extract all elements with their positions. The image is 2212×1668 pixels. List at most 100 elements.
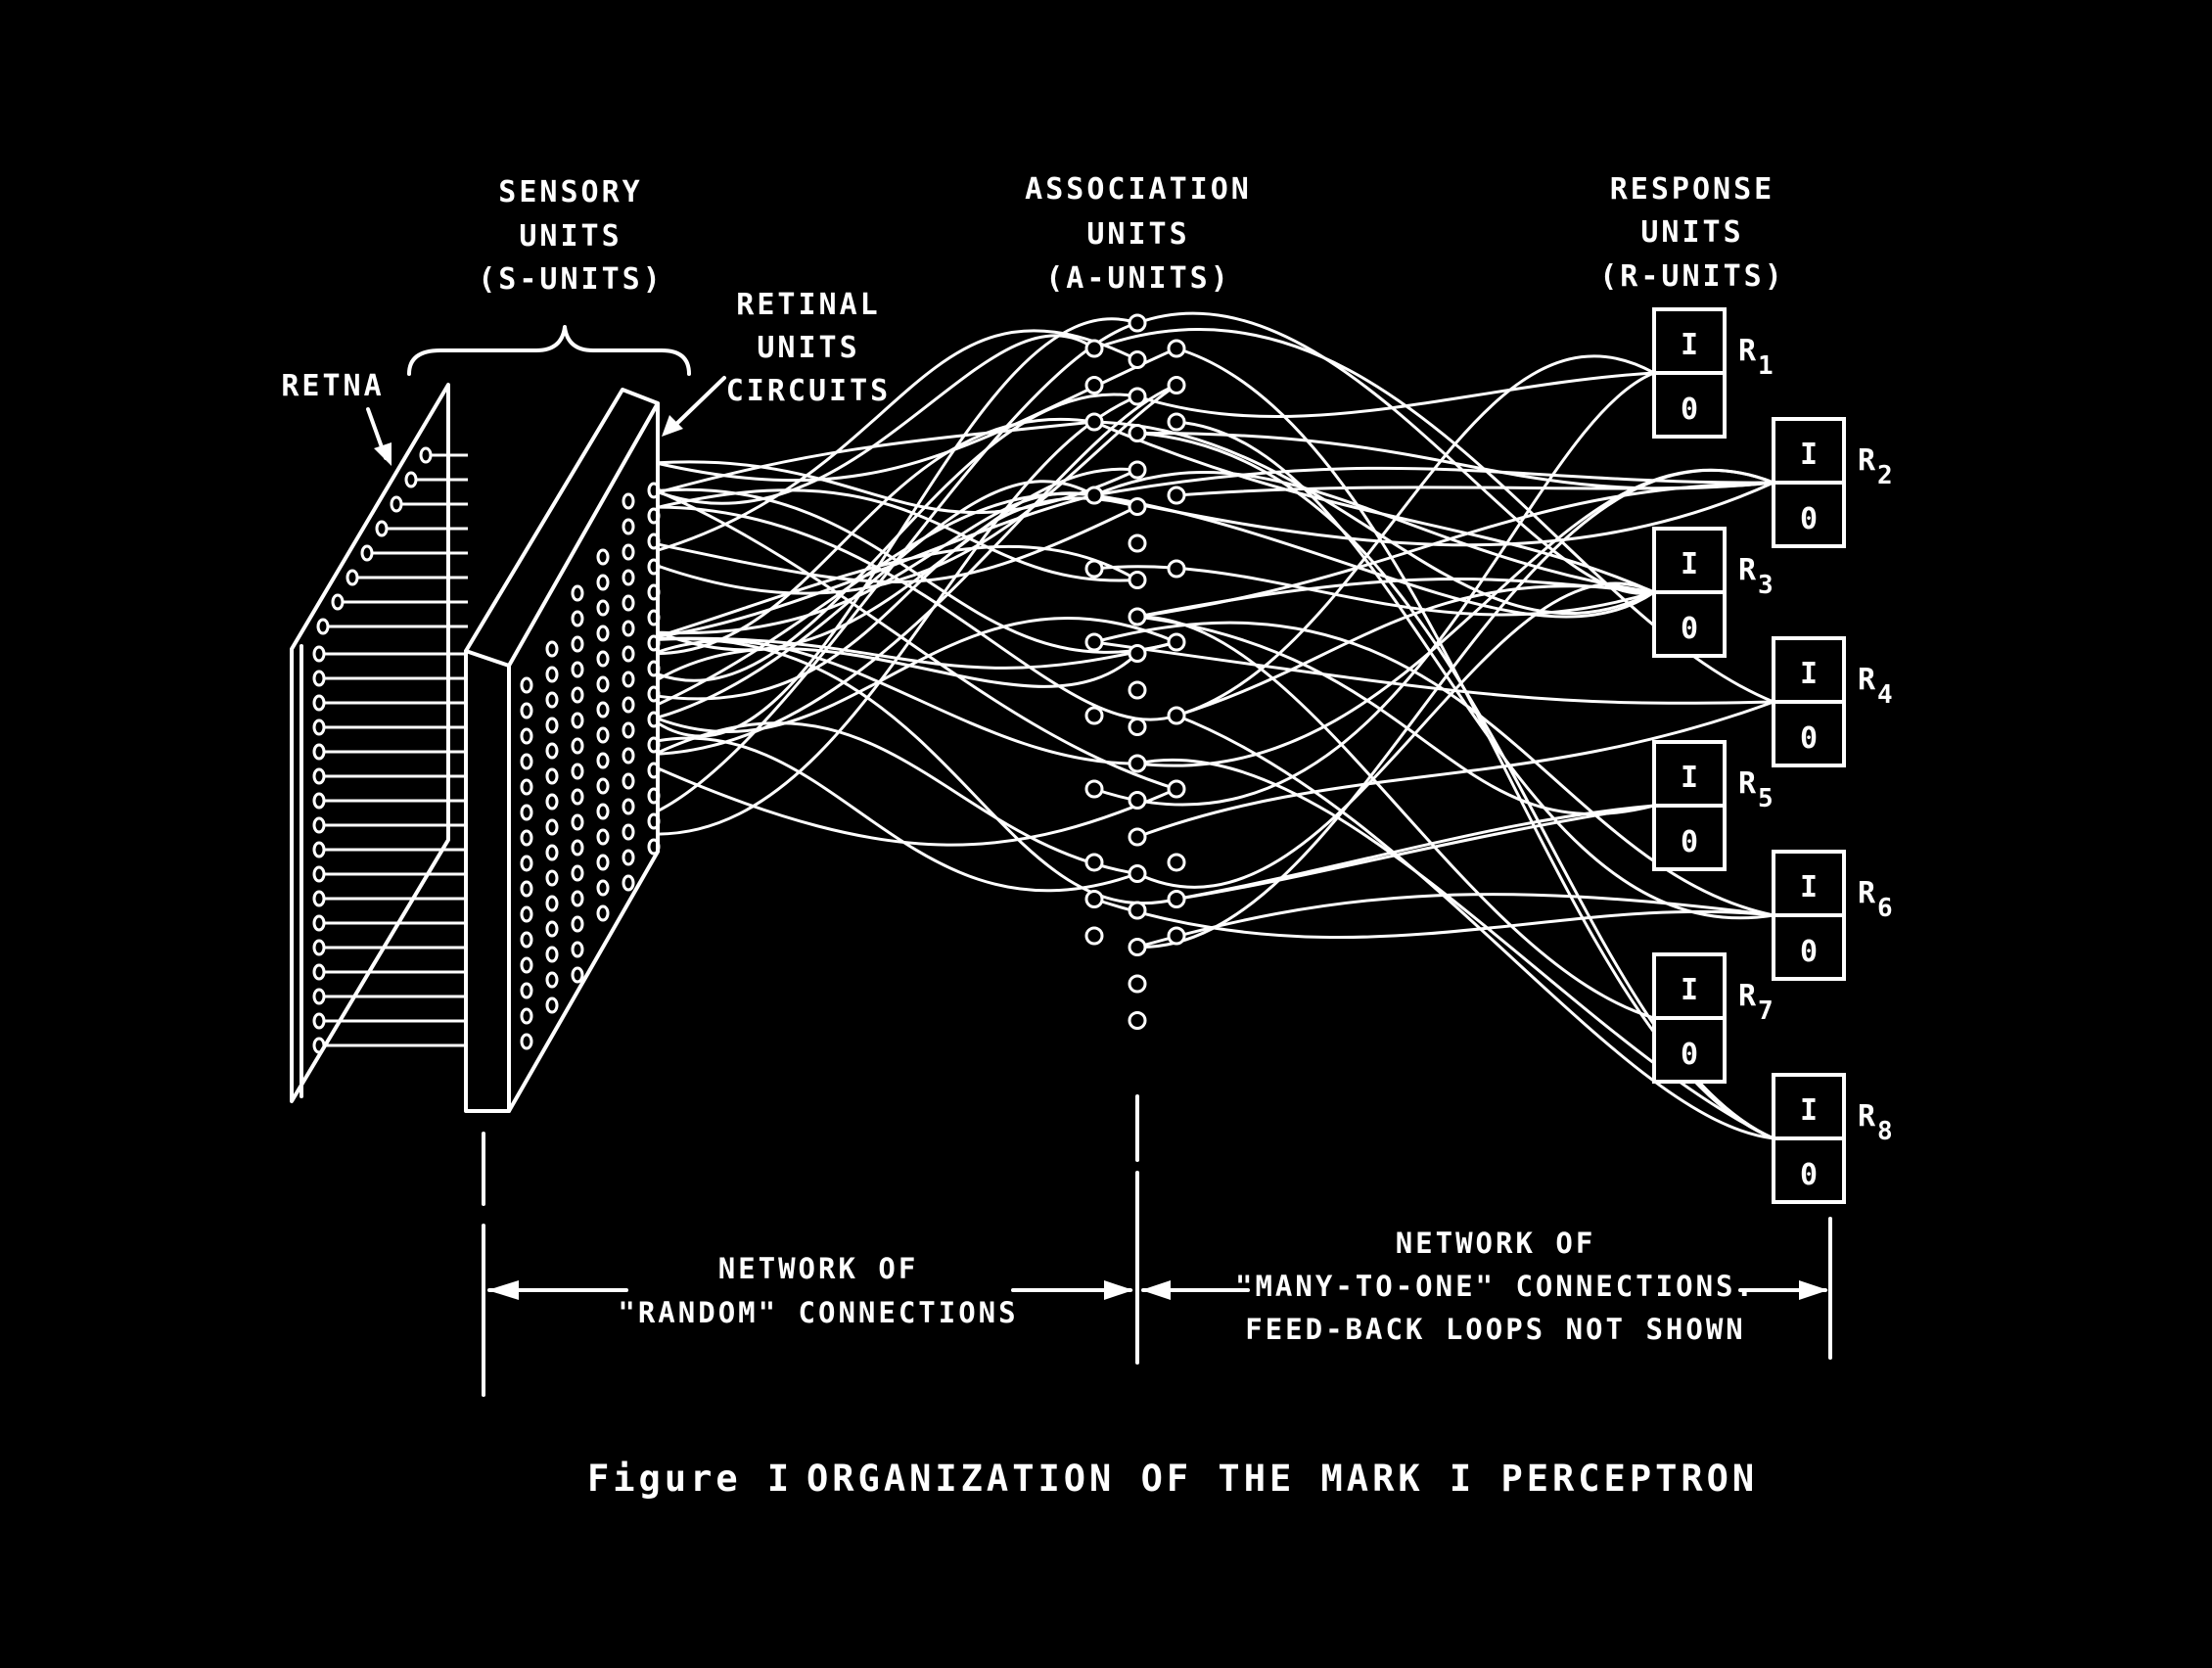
association-label-line2: UNITS: [1086, 217, 1189, 252]
response-unit-off-value: 0: [1681, 825, 1698, 859]
sensory-unit: [622, 620, 635, 637]
response-unit-on-value: I: [1800, 657, 1818, 691]
association-unit: [1128, 974, 1147, 994]
sensory-unit: [545, 767, 559, 785]
many-network-line3: FEED-BACK LOOPS NOT SHOWN: [1245, 1313, 1746, 1346]
association-unit: [1128, 680, 1147, 700]
response-unit-subscript: 6: [1877, 894, 1893, 923]
many-arrowhead-right: [1799, 1280, 1828, 1300]
association-unit: [1084, 559, 1104, 579]
association-unit: [1128, 350, 1147, 369]
sensory-unit: [622, 823, 635, 841]
connection-wire: [657, 487, 1177, 654]
association-unit: [1084, 706, 1104, 725]
connection-wire: [657, 488, 1138, 582]
sensory-unit: [520, 804, 533, 821]
connection-wire: [1136, 615, 1655, 816]
retina-points: [312, 446, 468, 1054]
association-unit: [1128, 460, 1147, 480]
response-unit-label: R: [1738, 334, 1757, 368]
sensory-unit: [622, 721, 635, 739]
many-network-line1: NETWORK OF: [1396, 1227, 1596, 1260]
sensory-unit: [596, 752, 610, 769]
sensory-unit: [520, 956, 533, 974]
sensory-unit: [520, 727, 533, 745]
sensory-unit: [571, 584, 584, 602]
connection-wire: [657, 617, 1177, 733]
connection-wire: [1175, 354, 1655, 718]
sensory-unit: [647, 634, 661, 652]
response-unit-label: R: [1858, 663, 1876, 697]
sensory-unit: [520, 905, 533, 923]
sensory-label-line3: (S-UNITS): [478, 262, 664, 297]
association-label-line1: ASSOCIATION: [1025, 172, 1252, 207]
connection-wire: [1136, 893, 1774, 949]
sensory-unit: [571, 788, 584, 806]
connection-wire: [657, 505, 1177, 721]
association-unit-column: [1084, 313, 1186, 1030]
sensory-unit: [596, 904, 610, 922]
sensory-unit: [545, 946, 559, 963]
random-network-line2: "RANDOM" CONNECTIONS: [618, 1296, 1018, 1329]
sensory-unit: [647, 787, 661, 805]
association-unit: [1084, 486, 1104, 505]
association-unit: [1167, 632, 1186, 652]
retina-point: [390, 495, 403, 513]
retina-point: [316, 618, 330, 635]
sensory-unit: [647, 609, 661, 626]
response-unit-on-value: I: [1800, 870, 1818, 904]
sensory-unit: [596, 777, 610, 795]
response-unit-on-value: I: [1681, 973, 1698, 1007]
sensory-unit: [571, 737, 584, 755]
retina-point: [312, 963, 326, 981]
response-unit-label: R: [1738, 553, 1757, 587]
sensory-unit: [520, 829, 533, 847]
association-unit: [1128, 497, 1147, 516]
association-unit: [1128, 644, 1147, 663]
connection-wire: [1093, 420, 1655, 594]
connection-wire: [657, 736, 1138, 893]
sensory-unit: [571, 686, 584, 704]
sensory-unit: [647, 507, 661, 525]
response-unit-label: R: [1738, 979, 1757, 1013]
sensory-unit: [571, 763, 584, 780]
association-unit: [1084, 779, 1104, 799]
retina-point: [312, 1012, 326, 1030]
sensory-label-line1: SENSORY: [498, 175, 642, 209]
sensory-unit: [622, 645, 635, 663]
association-unit: [1084, 376, 1104, 394]
response-unit-subscript: 2: [1877, 461, 1893, 490]
retina-point: [346, 569, 359, 586]
connection-wire: [1093, 466, 1774, 497]
association-unit: [1128, 864, 1147, 883]
response-unit-on-value: I: [1800, 1093, 1818, 1128]
association-unit: [1167, 779, 1186, 799]
sensory-unit: [596, 599, 610, 617]
response-unit-label: R: [1858, 1099, 1876, 1134]
response-unit-off-value: 0: [1681, 393, 1698, 427]
retina-point: [312, 816, 326, 834]
retina-point: [331, 593, 345, 611]
connection-wire: [657, 544, 1138, 638]
response-unit-on-value: I: [1800, 438, 1818, 472]
response-unit-on-value: I: [1681, 761, 1698, 795]
connection-wire: [657, 721, 1138, 875]
sensory-unit: [520, 855, 533, 872]
sensory-unit: [520, 1033, 533, 1050]
sensory-unit: [596, 854, 610, 871]
connection-wire: [657, 329, 1138, 552]
retina-point: [312, 718, 326, 736]
sensory-unit: [647, 762, 661, 779]
association-unit: [1128, 387, 1147, 406]
sensory-unit: [647, 838, 661, 856]
sensory-unit: [520, 982, 533, 999]
association-unit: [1128, 901, 1147, 920]
association-unit: [1167, 486, 1186, 505]
response-unit-off-value: 0: [1800, 935, 1818, 969]
retina-point: [312, 865, 326, 883]
many-arrowhead-left: [1141, 1280, 1171, 1300]
response-unit-label: R: [1858, 443, 1876, 478]
